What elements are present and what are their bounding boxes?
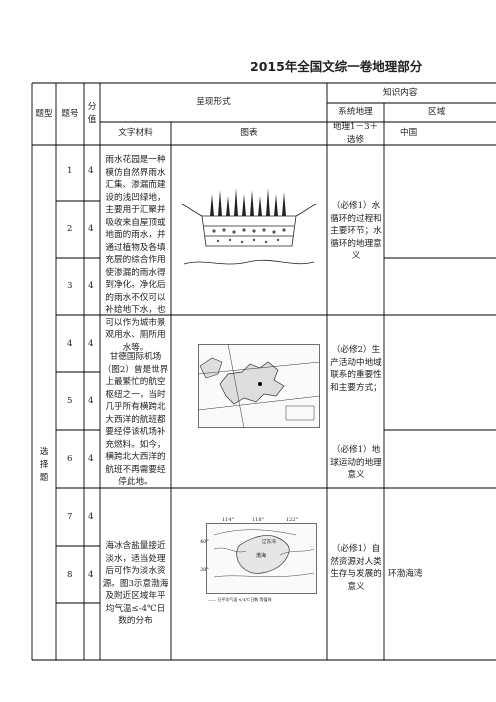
material-1: 雨水花园是一种模仿自然界雨水汇集、渗漏而建设的浅凹绿地，主要用于汇聚并吸收来自屋… (105, 155, 166, 353)
material-3: 海冰含盐量接近淡水，适当处理后可作为淡水资源。图3示意渤海及附近区域年平均气温≤… (102, 541, 169, 626)
row-no-8: 8 (67, 570, 73, 580)
map-lat-2: 38° (200, 567, 209, 573)
bohai-map-figure: 114° 118° 122° 40° 38° 渤海 辽东湾 —— 日平均气温 ≤… (200, 517, 317, 602)
region-3: 环渤海湾 (388, 568, 423, 579)
row-score-2: 4 (88, 224, 94, 234)
material-2: 甘德国际机场（图2）曾是世界上最繁忙的航空枢纽之一，当时几乎所有横跨北大西洋的航… (102, 352, 169, 487)
map-lon-2: 118° (252, 517, 265, 523)
header-fenzhi: 分值 (87, 102, 97, 125)
row-no-2: 2 (67, 224, 73, 234)
row-score-3: 4 (88, 281, 94, 291)
knowledge-2a: （必修2）生产活动中地域联系的重要性和主要方式； (330, 345, 382, 393)
section-label: 选择题 (39, 446, 49, 483)
header-tihao: 题号 (61, 108, 79, 119)
map-lon-1: 114° (222, 517, 235, 523)
row-no-4: 4 (67, 339, 73, 349)
row-score-1: 4 (88, 166, 94, 176)
map-lon-3: 122° (286, 517, 299, 523)
header-xitong: 系统地理 (338, 107, 373, 118)
knowledge-3: （必修1）自然资源对人类生存与发展的意义 (330, 544, 382, 592)
header-quyu: 区域 (428, 107, 446, 118)
row-score-6: 4 (88, 454, 94, 464)
row-score-5: 4 (88, 396, 94, 406)
map-place-1: 渤海 (256, 552, 266, 559)
rain-garden-figure (181, 188, 317, 265)
map-lat-1: 40° (200, 539, 209, 545)
row-no-6: 6 (67, 454, 73, 464)
gander-map-figure (198, 344, 320, 428)
row-score-8: 4 (88, 570, 94, 580)
header-tubiao: 图表 (240, 128, 258, 139)
header-zhishi: 知识内容 (383, 87, 418, 98)
page-title: 2015年全国文综一卷地理部分 (250, 59, 423, 74)
knowledge-2b: （必修1）地球运动的地理意义 (330, 445, 382, 480)
row-no-5: 5 (67, 396, 73, 406)
knowledge-1: （必修1）水循环的过程和主要环节；水循环的地理意义 (330, 201, 382, 261)
header-wenzi: 文字材料 (118, 128, 153, 139)
row-score-7: 4 (88, 512, 94, 522)
header-tixing: 题型 (35, 108, 53, 119)
map-legend: —— 日平均气温 ≤-4℃日数 等值线 (208, 596, 272, 602)
header-chengxian: 呈现形式 (196, 97, 231, 108)
map-place-2: 辽东湾 (262, 538, 276, 545)
row-no-7: 7 (67, 512, 73, 522)
header-dili: 地理1－3＋选修 (332, 122, 379, 145)
row-score-4: 4 (88, 339, 94, 349)
row-no-1: 1 (67, 166, 73, 176)
row-no-3: 3 (67, 281, 73, 291)
header-zhongguo: 中国 (400, 128, 418, 139)
